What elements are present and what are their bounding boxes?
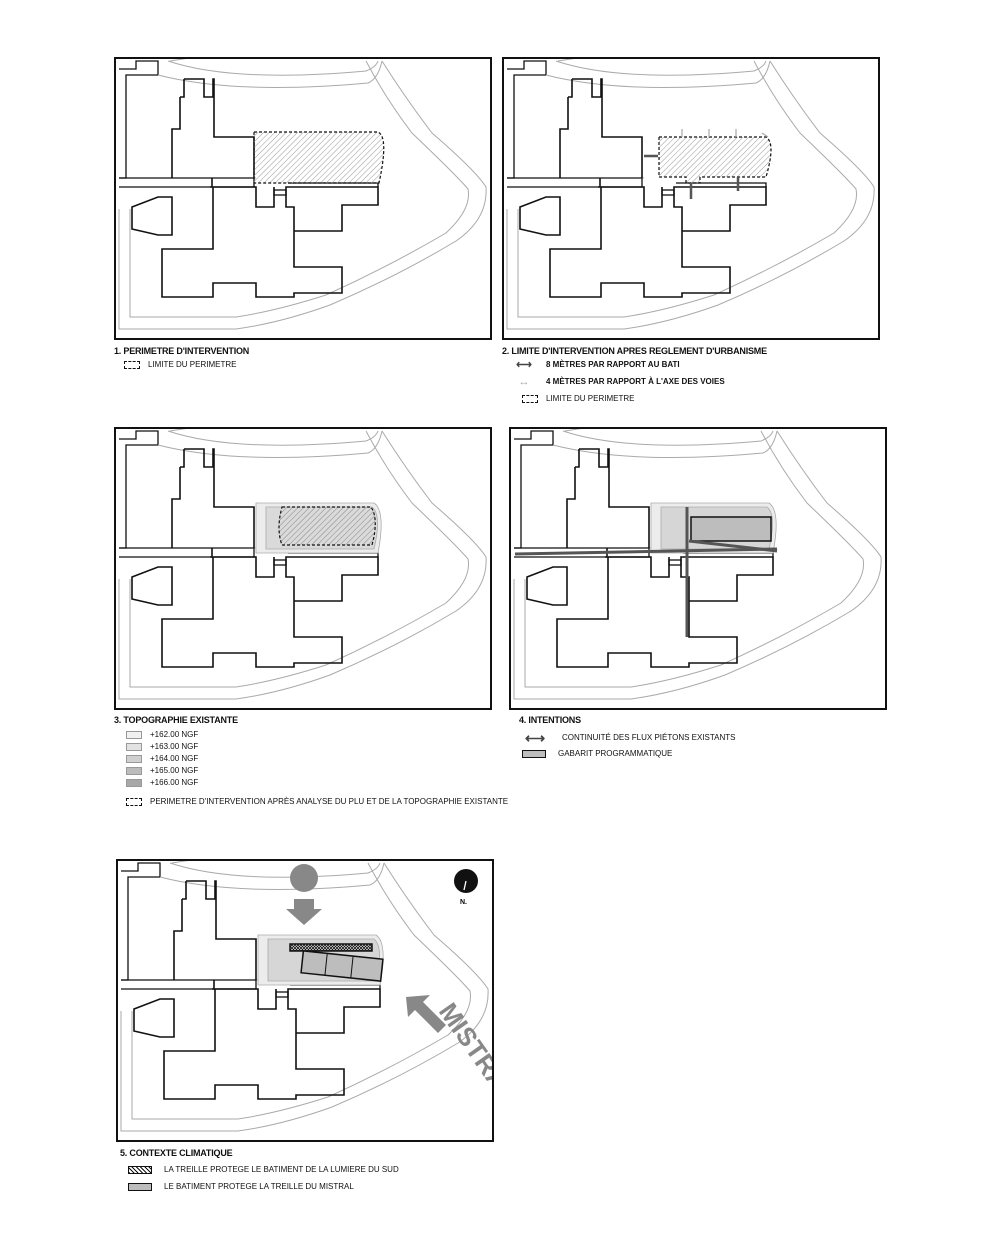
caption-3: 3. TOPOGRAPHIE EXISTANTE — [114, 715, 238, 725]
wind-arrow-icon — [406, 995, 446, 1033]
plan-panel-3 — [114, 427, 492, 710]
plan-panel-1 — [114, 57, 492, 340]
pedestrian-flows — [514, 507, 778, 637]
topo-swatch-icon — [126, 754, 142, 763]
plan-panel-4 — [509, 427, 887, 710]
legend-item: +164.00 NGF — [126, 754, 198, 763]
legend-item: +166.00 NGF — [126, 778, 198, 787]
topo-swatch-icon — [126, 766, 142, 775]
site-base-layout — [513, 429, 882, 700]
dashed-swatch-icon — [522, 394, 538, 403]
legend-item: GABARIT PROGRAMMATIQUE — [522, 749, 672, 758]
double-arrow-icon: ⟷ — [516, 358, 532, 371]
caption-4: 4. INTENTIONS — [519, 715, 581, 725]
grey-swatch-icon — [128, 1182, 152, 1191]
intervention-perimeter — [253, 131, 385, 184]
caption-5: 5. CONTEXTE CLIMATIQUE — [120, 1148, 233, 1158]
site-plan-5: N. MISTRAL — [120, 861, 492, 1132]
double-arrow-icon: ⟷ — [524, 729, 546, 746]
caption-2: 2. LIMITE D'INTERVENTION APRES REGLEMENT… — [502, 346, 767, 356]
hatch-swatch-icon — [128, 1165, 152, 1174]
legend-item: +165.00 NGF — [126, 766, 198, 775]
legend-item: +162.00 NGF — [126, 730, 198, 739]
topo-swatch-icon — [126, 742, 142, 751]
legend-item: PERIMETRE D'INTERVENTION APRÈS ANALYSE D… — [126, 797, 508, 806]
site-base-layout — [118, 429, 487, 700]
legend-item: ↔4 MÈTRES PAR RAPPORT À L'AXE DES VOIES — [516, 375, 725, 388]
site-base-layout — [118, 59, 487, 330]
intervention-perimeter — [658, 136, 772, 184]
legend-item: LE BATIMENT PROTEGE LA TREILLE DU MISTRA… — [128, 1182, 354, 1191]
setback-arrows — [644, 154, 740, 199]
topo-swatch-icon — [126, 778, 142, 787]
north-label: N. — [460, 899, 467, 906]
site-base-layout — [506, 59, 875, 330]
legend-item: +163.00 NGF — [126, 742, 198, 751]
intervention-perimeter — [278, 506, 376, 546]
legend-item: ⟷CONTINUITÉ DES FLUX PIÉTONS EXISTANTS — [520, 729, 736, 746]
dashed-swatch-icon — [126, 797, 142, 806]
wind-label: MISTRAL — [433, 997, 492, 1109]
site-plan-4 — [513, 429, 882, 700]
site-plan-2 — [506, 59, 875, 330]
legend-item: LIMITE DU PERIMETRE — [124, 360, 236, 369]
programmatic-volume — [690, 516, 772, 542]
site-base-layout — [120, 861, 489, 1132]
site-plan-1 — [118, 59, 487, 330]
sun-down-arrow-icon — [286, 899, 322, 925]
sun-icon — [290, 864, 318, 892]
legend-item: ⟷8 MÈTRES PAR RAPPORT AU BATI — [516, 358, 680, 371]
site-plan-3 — [118, 429, 487, 700]
trellis — [289, 943, 373, 952]
plan-panel-5: N. MISTRAL — [116, 859, 494, 1142]
legend-item: LA TREILLE PROTEGE LE BATIMENT DE LA LUM… — [128, 1165, 399, 1174]
dashed-swatch-icon — [124, 360, 140, 369]
building-block — [300, 950, 384, 982]
topo-swatch-icon — [126, 730, 142, 739]
small-arrow-icon: ↔ — [518, 375, 530, 388]
road-offset-arrows — [681, 129, 769, 138]
grey-swatch-icon — [522, 749, 546, 758]
caption-1: 1. PERIMETRE D'INTERVENTION — [114, 346, 250, 356]
plan-panel-2 — [502, 57, 880, 340]
legend-item: LIMITE DU PERIMETRE — [522, 394, 634, 403]
